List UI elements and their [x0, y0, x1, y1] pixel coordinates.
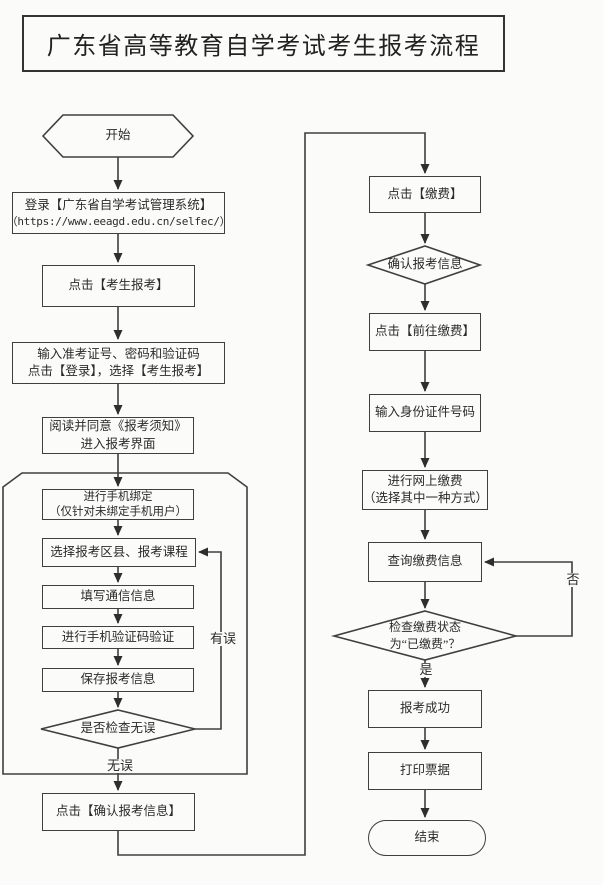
node-goto-payment: 点击【前往缴费】 [369, 313, 481, 351]
node-phone-binding: 进行手机绑定 （仅针对未绑定手机用户） [42, 489, 194, 520]
node-confirm-registration: 点击【确认报考信息】 [42, 793, 195, 831]
node-fill-contact-info: 填写通信信息 [42, 585, 194, 609]
node-query-payment-info: 查询缴费信息 [368, 542, 482, 582]
login-url: （https://www.eeagd.edu.cn/selfec/） [6, 215, 231, 229]
edge-label-error: 有误 [204, 631, 242, 647]
node-sms-verification: 进行手机验证码验证 [42, 626, 194, 649]
edge-notpaid-loop [484, 557, 573, 637]
node-registration-success: 报考成功 [368, 690, 482, 728]
node-confirm-info-decision: 确认报考信息 [387, 257, 463, 272]
edge-label-no-error: 无误 [101, 758, 139, 774]
edge-label-yes: 是 [413, 662, 439, 678]
start-hexagon-shape [41, 114, 195, 158]
edge-label-no: 否 [560, 572, 586, 588]
phone-binding-group-outline [2, 472, 248, 775]
node-select-district-course: 选择报考区县、报考课程 [42, 538, 196, 567]
node-online-payment: 进行网上缴费 （选择其中一种方式） [362, 470, 488, 510]
node-login-system: 登录【广东省自学考试管理系统】 （https://www.eeagd.edu.c… [7, 192, 231, 234]
node-check-correct-decision: 是否检查无误 [80, 721, 156, 736]
node-click-candidate-register: 点击【考生报考】 [42, 265, 195, 307]
node-print-receipt: 打印票据 [368, 752, 482, 790]
title-box: 广东省高等教育自学考试考生报考流程 [22, 15, 505, 72]
node-enter-credentials: 输入准考证号、密码和验证码 点击【登录】，选择【考生报考】 [12, 342, 225, 384]
node-payment-status-decision: 检查缴费状态 为“已缴费”？ [388, 620, 461, 651]
node-enter-id-number: 输入身份证件号码 [369, 394, 481, 432]
node-save-registration: 保存报考信息 [42, 668, 194, 692]
node-end: 结束 [368, 820, 486, 856]
node-click-pay: 点击【缴费】 [369, 176, 481, 213]
page-title: 广东省高等教育自学考试考生报考流程 [46, 34, 481, 60]
node-start: 开始 [105, 128, 131, 143]
node-read-agree-notice: 阅读并同意《报考须知》 进入报考界面 [42, 417, 194, 454]
edge-left-to-right-column [117, 132, 430, 856]
